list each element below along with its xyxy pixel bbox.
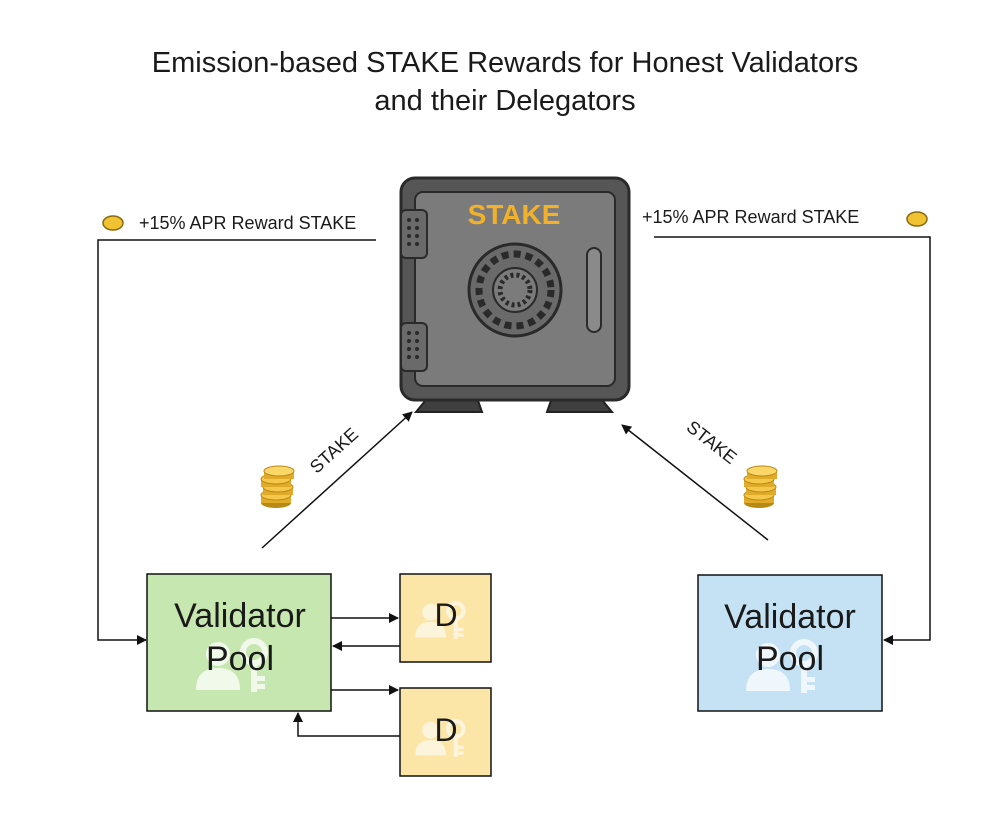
- validator-pool-left-line1: Validator: [174, 597, 306, 635]
- safe-label: STAKE: [468, 199, 561, 230]
- safe-icon: STAKE: [399, 176, 631, 413]
- right-reward-coin-icon: [906, 211, 928, 227]
- validator-pool-right-box: [697, 574, 883, 712]
- delegator-top-label: D: [434, 597, 457, 633]
- right-coin-stack-icon: [743, 465, 778, 509]
- left-reward-connector: [97, 239, 376, 645]
- delegator-bottom: D: [399, 687, 492, 777]
- safe-hinge-top: [400, 209, 428, 259]
- delegator-top: D: [399, 573, 492, 663]
- right-stake-arrow: [621, 424, 769, 541]
- safe-handle: [586, 247, 602, 333]
- delegator-bottom-box: [399, 687, 492, 777]
- safe-dial: [467, 242, 563, 338]
- left-coin-stack-icon: [260, 465, 295, 509]
- validator-pool-left: Validator Pool: [146, 573, 332, 712]
- right-reward-label: +15% APR Reward STAKE: [642, 207, 859, 227]
- validator-pool-right-line2: Pool: [756, 640, 824, 678]
- validator-pool-right-line1: Validator: [724, 598, 856, 636]
- right-reward-connector: [654, 236, 931, 645]
- validator-pool-right: Validator Pool: [697, 574, 883, 712]
- delegator-bottom-to-pool-arrow: [293, 712, 400, 737]
- delegator-bottom-label: D: [434, 712, 457, 748]
- delegator-top-box: [399, 573, 492, 663]
- right-stake-label: STAKE: [683, 417, 741, 468]
- left-stake-arrow: [261, 411, 413, 549]
- safe-hinge-bottom: [400, 322, 428, 372]
- title-line-1: Emission-based STAKE Rewards for Honest …: [152, 47, 859, 79]
- left-reward-coin-icon: [102, 215, 124, 231]
- hinge-dots: [407, 218, 419, 359]
- left-reward-label: +15% APR Reward STAKE: [139, 213, 356, 233]
- left-stake-label: STAKE: [306, 424, 362, 477]
- validator-pool-left-line2: Pool: [206, 640, 274, 678]
- title-line-2: and their Delegators: [374, 85, 635, 117]
